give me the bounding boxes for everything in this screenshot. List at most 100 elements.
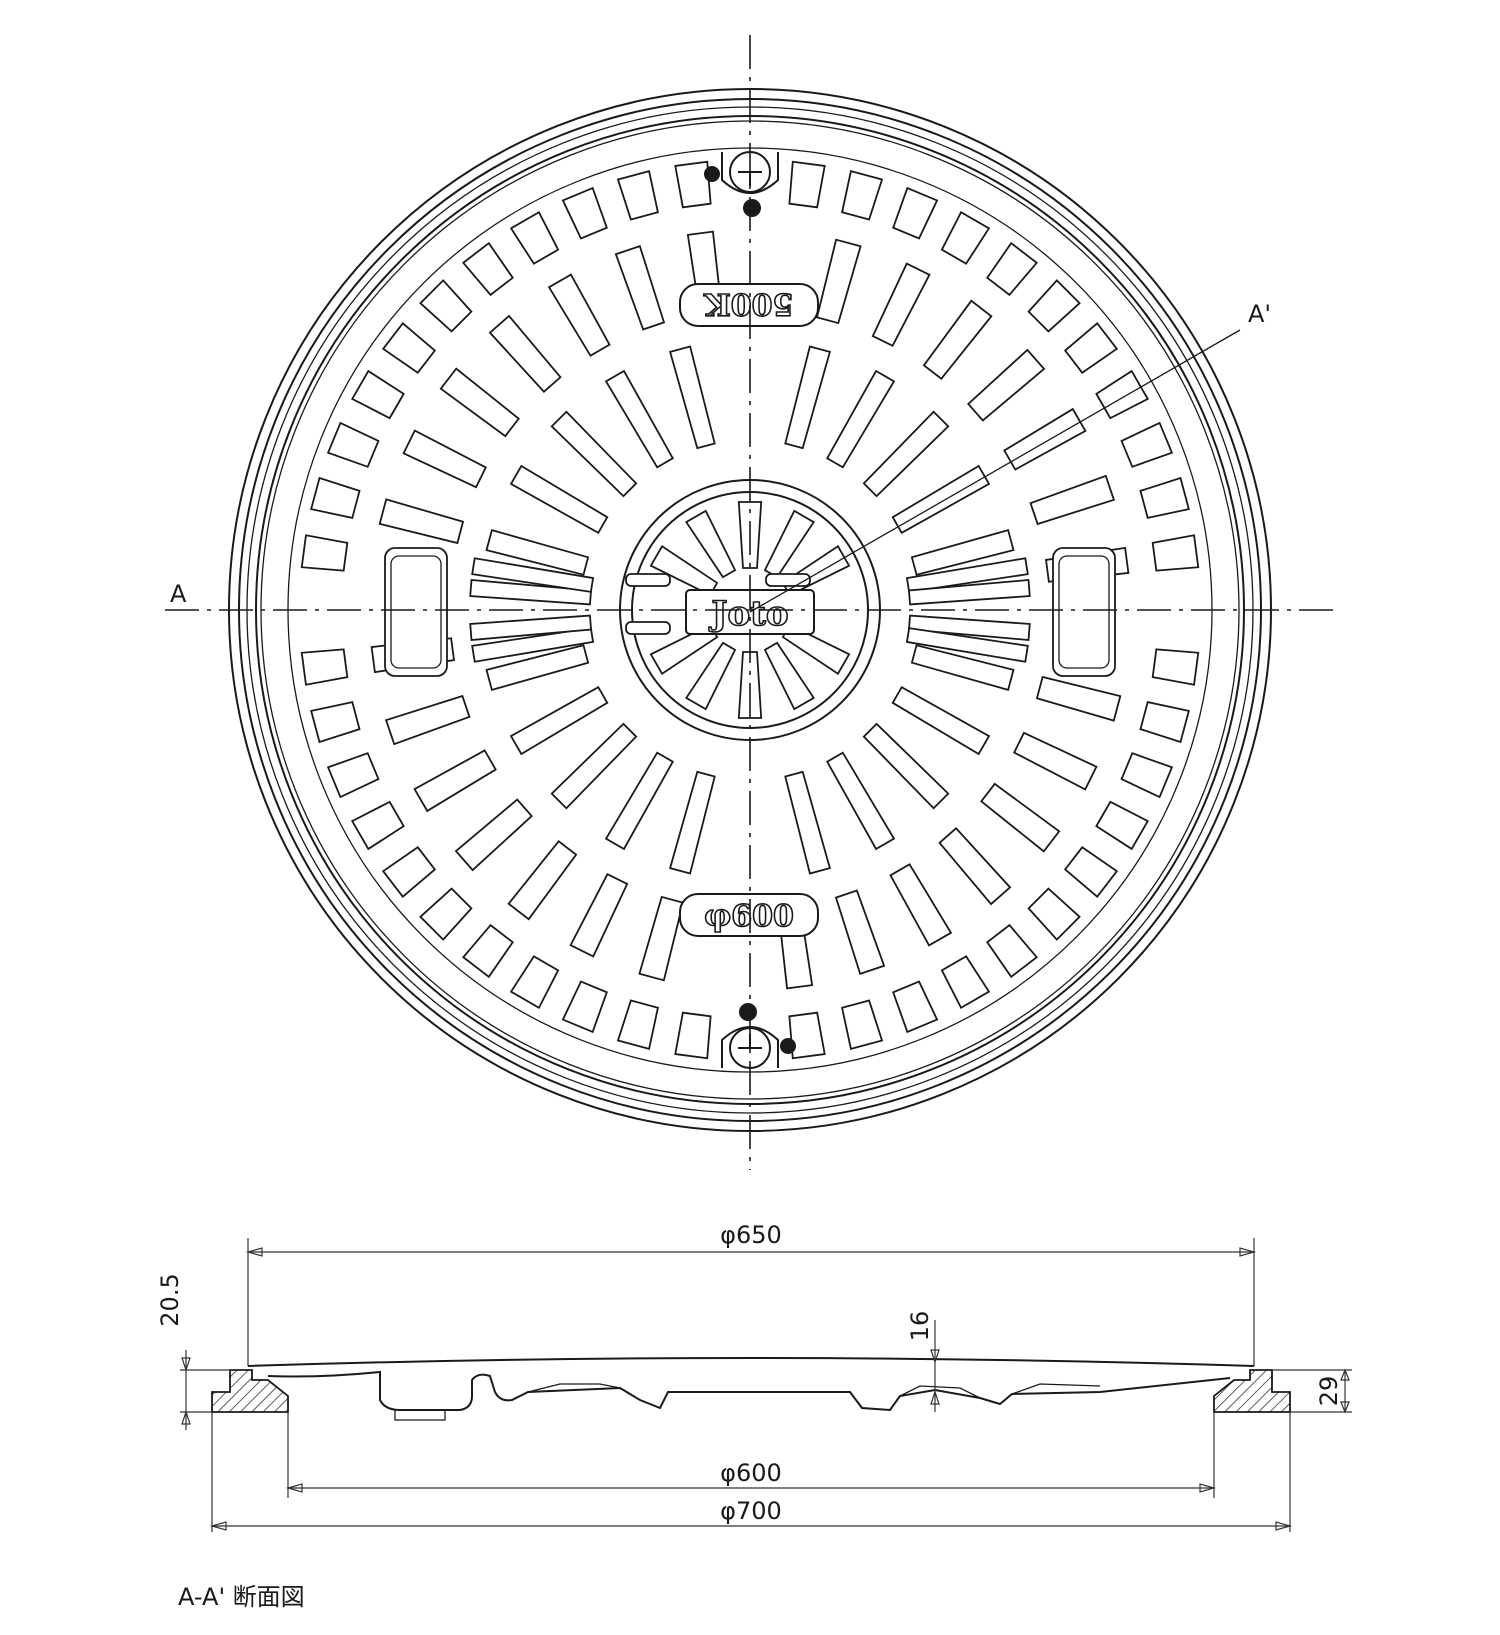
inner-grip-slot bbox=[485, 644, 590, 691]
axis-bar-slot bbox=[469, 614, 593, 641]
outer-grip-slot bbox=[326, 752, 380, 799]
outer-grip-slot bbox=[461, 923, 514, 979]
diameter-emboss-text: φ600 bbox=[704, 899, 794, 934]
middle-grip-slot bbox=[980, 782, 1061, 853]
outer-grip-slot bbox=[788, 160, 826, 209]
inner-grip-slot bbox=[604, 369, 675, 469]
inner-grip-slot bbox=[862, 722, 950, 810]
load-rating-text: 500K bbox=[704, 286, 794, 321]
middle-grip-slot bbox=[439, 367, 520, 438]
logo-text: Joto bbox=[708, 594, 788, 634]
outer-grip-slot bbox=[1095, 369, 1150, 420]
outer-grip-slot bbox=[1063, 321, 1119, 374]
inner-grip-slot bbox=[784, 770, 831, 875]
outer-grip-slot bbox=[986, 923, 1039, 979]
dim-650-label: φ650 bbox=[720, 1221, 782, 1249]
outer-grip-slot bbox=[419, 887, 473, 941]
inner-grip-slot bbox=[509, 685, 609, 756]
inner-grip-slot bbox=[891, 685, 991, 756]
axis-bar-slot bbox=[905, 557, 1029, 593]
outer-grip-slot bbox=[1120, 752, 1174, 799]
axis-bar-slot bbox=[907, 614, 1031, 641]
outer-grip-slot bbox=[1151, 648, 1200, 686]
cover-top-surface bbox=[247, 1357, 1255, 1367]
outer-grip-slot bbox=[1120, 421, 1174, 468]
middle-grip-slot bbox=[507, 840, 578, 921]
medallion-spoke bbox=[763, 509, 815, 579]
inner-grip-slot bbox=[550, 722, 638, 810]
outer-grip-slot bbox=[381, 321, 437, 374]
middle-grip-slot bbox=[547, 273, 611, 357]
load-plate bbox=[679, 283, 819, 327]
inner-grip-slot bbox=[784, 345, 831, 450]
right-lift-recess bbox=[1052, 547, 1116, 677]
outer-grip-slot bbox=[1027, 279, 1081, 333]
dim-700-label: φ700 bbox=[720, 1497, 782, 1525]
medallion-side-bar bbox=[765, 573, 811, 587]
inner-grip-slot bbox=[891, 464, 991, 535]
middle-grip-slot bbox=[1013, 731, 1098, 791]
outer-grip-slot bbox=[841, 999, 884, 1050]
outer-grip-slot bbox=[986, 241, 1039, 297]
inner-grip-slot bbox=[669, 345, 716, 450]
middle-grip-slot bbox=[413, 749, 497, 813]
inner-grip-slot bbox=[825, 751, 896, 851]
medallion-side-bar bbox=[625, 621, 671, 635]
section-marker-a-prime: A' bbox=[1248, 300, 1271, 328]
middle-grip-slot bbox=[569, 872, 629, 958]
middle-grip-slot bbox=[834, 889, 886, 976]
outer-grip-slot bbox=[300, 648, 349, 686]
medallion-side-bar bbox=[625, 573, 671, 587]
medallion-spoke bbox=[763, 641, 815, 711]
outer-grip-slot bbox=[892, 980, 939, 1034]
middle-grip-slot bbox=[638, 895, 685, 982]
middle-grip-slot bbox=[384, 694, 471, 746]
middle-grip-slot bbox=[967, 348, 1046, 422]
outer-grip-slot bbox=[509, 955, 560, 1010]
outer-grip-slot bbox=[674, 160, 712, 209]
right-lift-recess-inner bbox=[1058, 555, 1110, 669]
section-marker-a: A bbox=[170, 580, 187, 608]
inner-grip-slot bbox=[550, 410, 638, 498]
outer-grip-slot bbox=[350, 369, 405, 420]
middle-grip-slot bbox=[1035, 675, 1122, 722]
middle-grip-slot bbox=[889, 863, 953, 947]
outer-grip-slot bbox=[616, 999, 659, 1050]
outer-grip-slot bbox=[326, 421, 380, 468]
outer-grip-slot bbox=[1151, 534, 1200, 572]
axis-bar-slot bbox=[471, 557, 595, 593]
outer-grip-slot bbox=[561, 980, 608, 1034]
middle-grip-slot bbox=[488, 314, 562, 393]
section-line-a-a-prime bbox=[749, 329, 1241, 613]
outer-grip-slot bbox=[674, 1011, 712, 1060]
outer-grip-slot bbox=[461, 241, 514, 297]
inner-grip-slot bbox=[604, 751, 675, 851]
dim-16-label: 16 bbox=[906, 1311, 934, 1342]
middle-grip-slot bbox=[938, 827, 1012, 906]
outer-grip-slot bbox=[381, 846, 437, 899]
hinge-bottom-icon bbox=[721, 1003, 796, 1069]
axis-bar-slot bbox=[905, 627, 1029, 663]
axis-bar-slot bbox=[471, 627, 595, 663]
outer-grip-slot bbox=[788, 1011, 826, 1060]
middle-grip-slot bbox=[922, 299, 993, 380]
dim-20-5-label: 20.5 bbox=[156, 1273, 184, 1326]
section-view: φ650 φ600 φ700 20.5 16 bbox=[156, 1221, 1352, 1611]
medallion-spoke bbox=[685, 641, 737, 711]
inner-grip-slot bbox=[485, 529, 590, 576]
outer-grip-slot bbox=[841, 170, 884, 221]
outer-grip-slot bbox=[1139, 476, 1190, 519]
axis-bar-slot bbox=[469, 579, 593, 606]
middle-grip-slot bbox=[614, 244, 666, 331]
outer-grip-slot bbox=[419, 279, 473, 333]
outer-grip-slot bbox=[1095, 800, 1150, 851]
left-lift-recess bbox=[384, 547, 448, 677]
outer-grip-slot bbox=[892, 186, 939, 240]
left-lift-recess-inner bbox=[390, 555, 442, 669]
inner-grip-slot bbox=[509, 464, 609, 535]
dim-29-label: 29 bbox=[1315, 1376, 1343, 1407]
outer-grip-slot bbox=[940, 955, 991, 1010]
medallion-spoke bbox=[685, 509, 737, 579]
plan-view: Joto 500K φ600 A A' bbox=[165, 35, 1335, 1170]
